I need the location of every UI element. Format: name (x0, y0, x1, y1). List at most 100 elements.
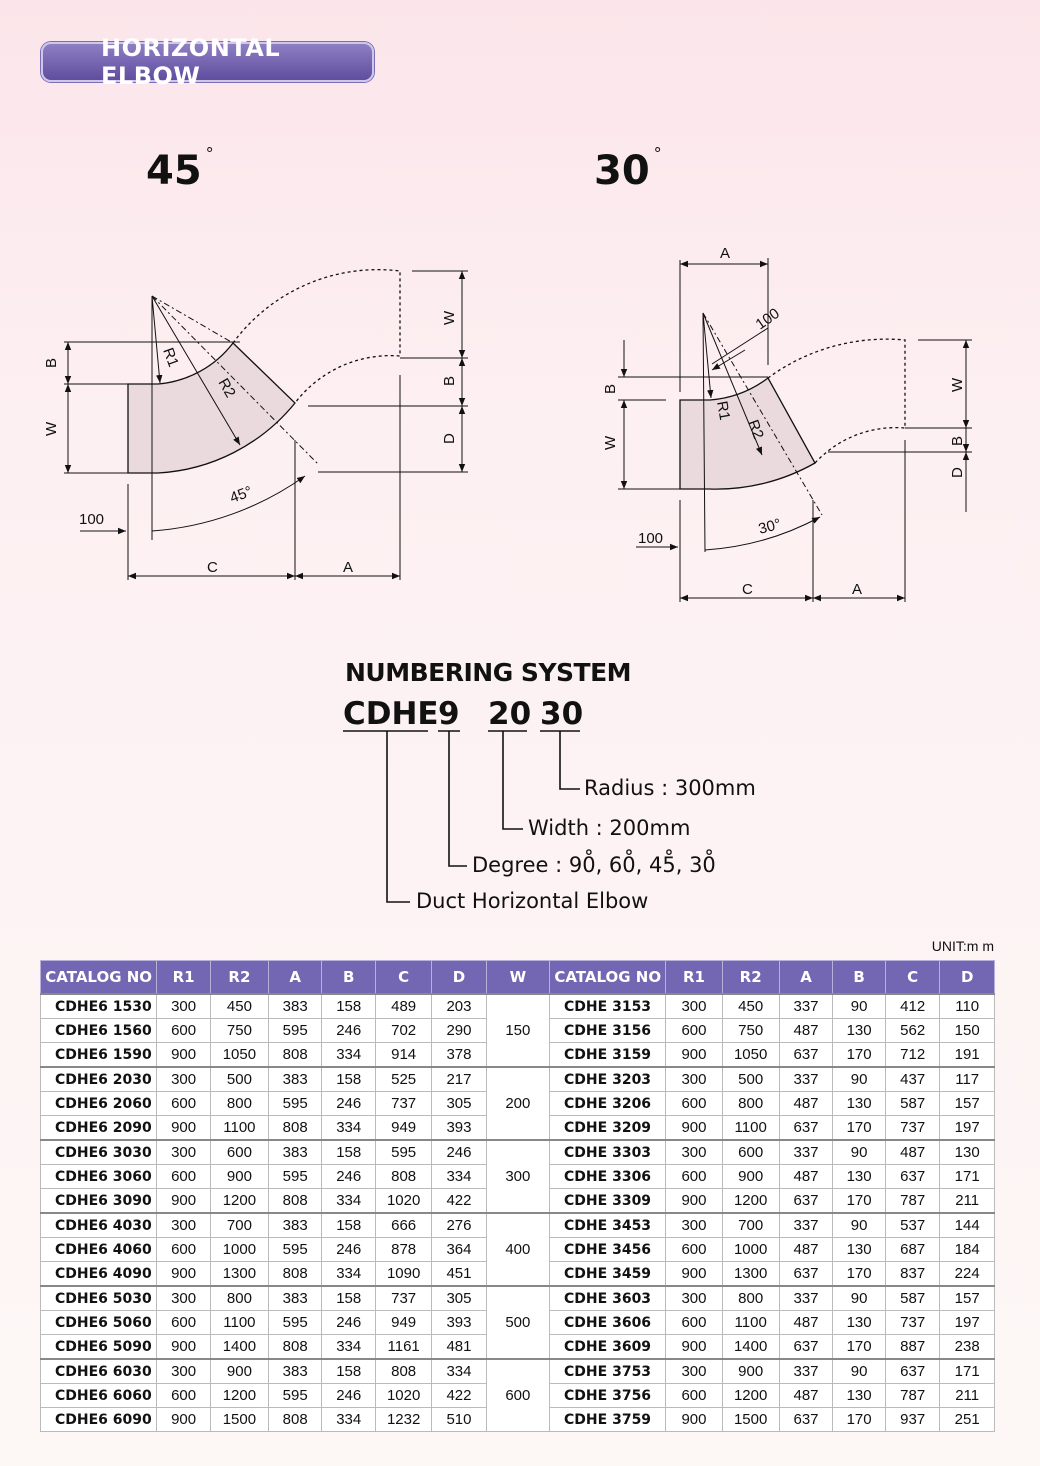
value-cell: 451 (431, 1261, 487, 1287)
value-cell: 637 (778, 1407, 834, 1432)
value-cell: 158 (321, 1285, 377, 1311)
numbering-connectors (343, 730, 580, 903)
value-cell: 203 (431, 993, 487, 1019)
value-cell: 1500 (721, 1407, 780, 1432)
value-cell: 300 (665, 1212, 723, 1238)
value-cell: 246 (431, 1139, 487, 1165)
value-cell: 600 (156, 1018, 211, 1043)
value-cell: 1300 (209, 1261, 269, 1287)
value-cell: 238 (939, 1334, 995, 1360)
header-r1: R1 (665, 960, 723, 995)
value-cell: 144 (939, 1212, 995, 1238)
value-cell: 1100 (721, 1115, 780, 1141)
value-cell: 1000 (209, 1237, 269, 1262)
value-cell: 305 (431, 1091, 487, 1116)
dim-r2: R2 (744, 418, 767, 442)
value-cell: 184 (939, 1237, 995, 1262)
value-cell: 170 (832, 1334, 886, 1360)
value-cell: 900 (665, 1188, 723, 1214)
dim-a-top: A (720, 245, 730, 262)
value-cell: 383 (267, 1212, 323, 1238)
value-cell: 900 (209, 1164, 269, 1189)
catalog-no-cell: CDHE 3159 (549, 1042, 667, 1068)
value-cell: 800 (209, 1285, 269, 1311)
value-cell: 702 (375, 1018, 433, 1043)
header-d: D (431, 960, 487, 995)
value-cell: 900 (156, 1115, 211, 1141)
value-cell: 600 (665, 1383, 723, 1408)
value-cell: 900 (156, 1407, 211, 1432)
catalog-no-cell: CDHE6 3060 (39, 1164, 158, 1189)
value-cell: 422 (431, 1383, 487, 1408)
value-cell: 170 (832, 1042, 886, 1068)
catalog-no-cell: CDHE 3156 (549, 1018, 667, 1043)
value-cell: 937 (884, 1407, 941, 1432)
value-cell: 437 (884, 1066, 941, 1092)
value-cell: 887 (884, 1334, 941, 1360)
value-cell: 595 (267, 1237, 323, 1262)
catalog-no-cell: CDHE6 6090 (39, 1407, 158, 1432)
value-cell: 90 (832, 1139, 886, 1165)
catalog-no-cell: CDHE6 1590 (39, 1042, 158, 1068)
value-cell: 246 (321, 1091, 377, 1116)
dim-d-right: D (949, 467, 966, 478)
elbow-diagrams: B W R1 R2 W B D 45° 100 C A (43, 245, 972, 602)
catalog-no-cell: CDHE6 1560 (39, 1018, 158, 1043)
value-cell: 1200 (721, 1188, 780, 1214)
value-cell: 808 (267, 1334, 323, 1360)
value-cell: 878 (375, 1237, 433, 1262)
value-cell: 246 (321, 1164, 377, 1189)
legend-type: Duct Horizontal Elbow (416, 889, 649, 913)
value-cell: 1050 (721, 1042, 780, 1068)
value-cell: 600 (156, 1383, 211, 1408)
value-cell: 900 (156, 1188, 211, 1214)
value-cell: 334 (431, 1164, 487, 1189)
value-cell: 197 (939, 1115, 995, 1141)
value-cell: 170 (832, 1188, 886, 1214)
header-a: A (778, 960, 834, 995)
value-cell: 1100 (209, 1115, 269, 1141)
value-cell: 900 (721, 1164, 780, 1189)
value-cell: 300 (156, 1212, 211, 1238)
width-cell: 500 (485, 1285, 551, 1360)
value-cell: 158 (321, 1139, 377, 1165)
catalog-no-cell: CDHE6 5060 (39, 1310, 158, 1335)
value-cell: 337 (778, 1066, 834, 1092)
value-cell: 300 (665, 1139, 723, 1165)
value-cell: 90 (832, 993, 886, 1019)
section-title-banner: HORIZONTAL ELBOW (41, 34, 374, 90)
dim-w-left: W (602, 435, 619, 450)
value-cell: 450 (721, 993, 780, 1019)
value-cell: 949 (375, 1310, 433, 1335)
numbering-title: NUMBERING SYSTEM (345, 658, 632, 687)
value-cell: 750 (209, 1018, 269, 1043)
legend-width: Width : 200mm (528, 816, 691, 840)
width-cell: 300 (485, 1139, 551, 1214)
value-cell: 246 (321, 1018, 377, 1043)
value-cell: 600 (156, 1091, 211, 1116)
catalog-no-cell: CDHE6 5090 (39, 1334, 158, 1360)
value-cell: 637 (778, 1188, 834, 1214)
value-cell: 90 (832, 1066, 886, 1092)
value-cell: 383 (267, 993, 323, 1019)
diagram-30: A 100 B W R1 R2 W B D 30° 100 C A (602, 245, 972, 602)
dim-angle: 30° (757, 516, 783, 538)
value-cell: 300 (156, 1358, 211, 1384)
dim-angle: 45° (228, 483, 255, 507)
value-cell: 337 (778, 1358, 834, 1384)
value-cell: 537 (884, 1212, 941, 1238)
dim-a: A (343, 559, 353, 576)
unit-label: UNIT:m m (931, 938, 994, 954)
value-cell: 334 (321, 1042, 377, 1068)
value-cell: 171 (939, 1358, 995, 1384)
value-cell: 90 (832, 1358, 886, 1384)
value-cell: 211 (939, 1188, 995, 1214)
value-cell: 600 (209, 1139, 269, 1165)
header-d: D (939, 960, 995, 995)
